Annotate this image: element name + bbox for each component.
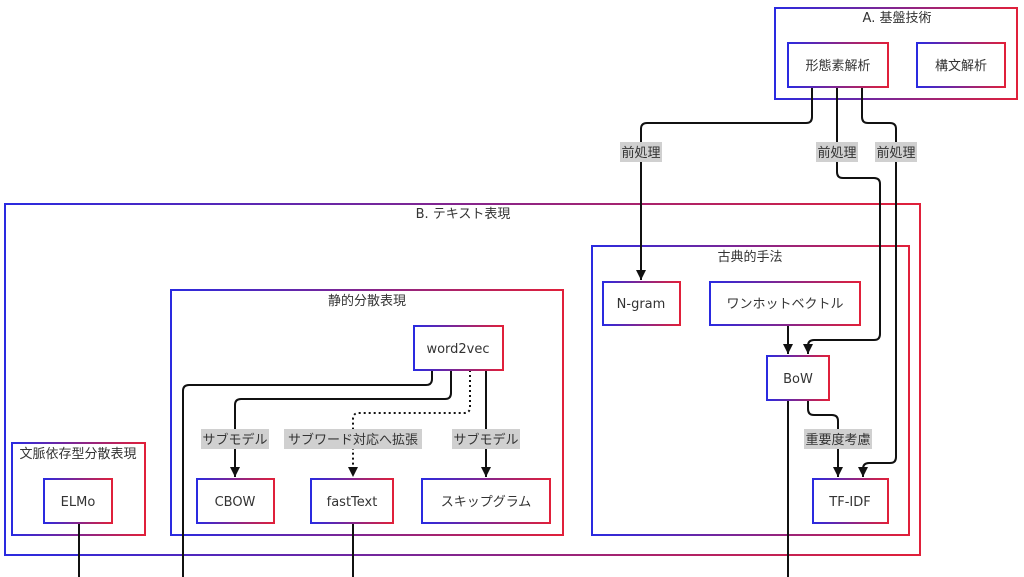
node-tfidf[interactable]: TF-IDF	[812, 478, 889, 524]
group-title: 文脈依存型分散表現	[19, 447, 136, 462]
edge-label-preprocess-1: 前処理	[620, 142, 662, 162]
group-title: A. 基盤技術	[863, 11, 932, 26]
edge-label-subword: サブワード対応へ拡張	[284, 429, 422, 449]
edge-label-text: サブモデル	[202, 432, 267, 448]
edge-label-submodel-cbow: サブモデル	[201, 429, 269, 449]
node-skipgram[interactable]: スキップグラム	[421, 478, 551, 524]
node-label: 形態素解析	[805, 58, 870, 74]
group-title: 古典的手法	[717, 249, 782, 265]
edge-word2vec-cbow	[230, 370, 452, 477]
node-syntactic-analysis[interactable]: 構文解析	[916, 42, 1006, 88]
edge-word2vec-fasttext	[348, 370, 471, 477]
node-ngram[interactable]: N-gram	[602, 281, 681, 326]
node-label: N-gram	[617, 297, 666, 312]
edge-word2vec-down	[182, 370, 433, 577]
edge-morph-ngram	[636, 87, 813, 280]
edge-label-preprocess-2: 前処理	[816, 142, 858, 162]
edge-label-submodel-skipgram: サブモデル	[452, 429, 520, 449]
node-label: TF-IDF	[828, 495, 870, 510]
node-onehot-vector[interactable]: ワンホットベクトル	[709, 281, 861, 326]
edge-label-text: 重要度考慮	[805, 432, 870, 448]
node-word2vec[interactable]: word2vec	[413, 325, 504, 371]
node-label: BoW	[783, 372, 813, 387]
node-label: CBOW	[215, 495, 256, 510]
edge-morph-tfidf	[858, 87, 897, 477]
group-static-embeddings: 静的分散表現	[170, 289, 564, 536]
node-label: 構文解析	[935, 59, 987, 74]
edge-label-text: サブモデル	[453, 432, 518, 448]
edge-label-text: 前処理	[621, 145, 660, 161]
group-classic-methods: 古典的手法	[591, 245, 910, 536]
group-b-text-representation: B. テキスト表現	[4, 203, 921, 556]
node-label: ELMo	[61, 495, 96, 510]
edges	[78, 87, 897, 577]
edge-label-text: サブワード対応へ拡張	[288, 432, 418, 448]
node-morphological-analysis[interactable]: 形態素解析	[787, 42, 889, 88]
node-elmo[interactable]: ELMo	[43, 478, 113, 524]
node-label: スキップグラム	[441, 495, 532, 510]
group-title: B. テキスト表現	[416, 207, 511, 222]
edge-bow-tfidf	[807, 400, 843, 477]
node-cbow[interactable]: CBOW	[196, 478, 275, 524]
edge-label-importance: 重要度考慮	[804, 429, 872, 449]
node-bow[interactable]: BoW	[766, 355, 830, 401]
edge-label-text: 前処理	[876, 145, 915, 161]
edge-label-preprocess-3: 前処理	[875, 142, 917, 162]
node-fasttext[interactable]: fastText	[310, 478, 394, 524]
node-label: word2vec	[426, 342, 489, 357]
edge-label-text: 前処理	[817, 145, 856, 161]
group-title: 静的分散表現	[328, 293, 406, 309]
node-label: fastText	[327, 495, 378, 510]
group-a-foundation: A. 基盤技術	[774, 7, 1018, 100]
node-label: ワンホットベクトル	[726, 297, 843, 312]
edge-morph-bow	[803, 87, 881, 354]
